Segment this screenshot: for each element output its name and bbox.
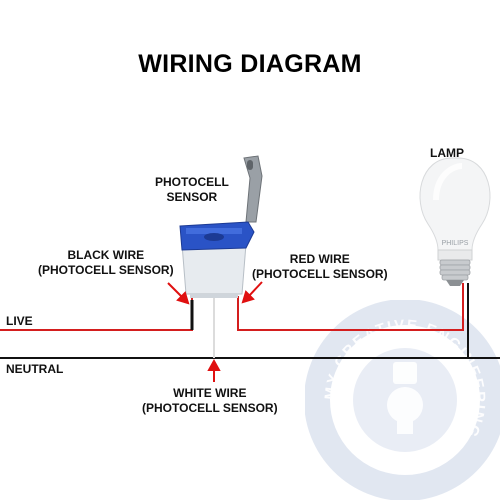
red-wire <box>237 283 464 331</box>
white-wire-label-line2: (PHOTOCELL SENSOR) <box>142 401 278 415</box>
watermark-logo: MY CREATIVE ENGINEERING <box>305 300 500 500</box>
lamp-label: LAMP <box>430 146 464 160</box>
red-wire-label-line2: (PHOTOCELL SENSOR) <box>252 267 388 281</box>
black-wire-label-line1: BLACK WIRE <box>67 248 145 262</box>
lamp-brand: PHILIPS <box>442 240 469 247</box>
arrow-red-wire <box>241 281 263 304</box>
page-title: WIRING DIAGRAM <box>138 50 362 78</box>
photocell-label: PHOTOCELL SENSOR <box>155 175 229 205</box>
white-wire-label: WHITE WIRE (PHOTOCELL SENSOR) <box>142 386 278 416</box>
black-wire-label-line2: (PHOTOCELL SENSOR) <box>38 263 174 277</box>
photocell-sensor <box>179 155 263 298</box>
arrow-white-wire <box>207 358 221 382</box>
lamp-bulb <box>419 157 491 286</box>
photocell-label-line1: PHOTOCELL <box>155 175 229 189</box>
arrow-black-wire <box>167 282 190 305</box>
red-wire-label: RED WIRE (PHOTOCELL SENSOR) <box>252 252 388 282</box>
live-label: LIVE <box>6 314 33 328</box>
black-wire-label: BLACK WIRE (PHOTOCELL SENSOR) <box>38 248 174 278</box>
photocell-label-line2: SENSOR <box>166 190 218 204</box>
red-wire-label-line1: RED WIRE <box>289 252 350 266</box>
neutral-label: NEUTRAL <box>6 362 64 376</box>
white-wire-label-line1: WHITE WIRE <box>173 386 247 400</box>
